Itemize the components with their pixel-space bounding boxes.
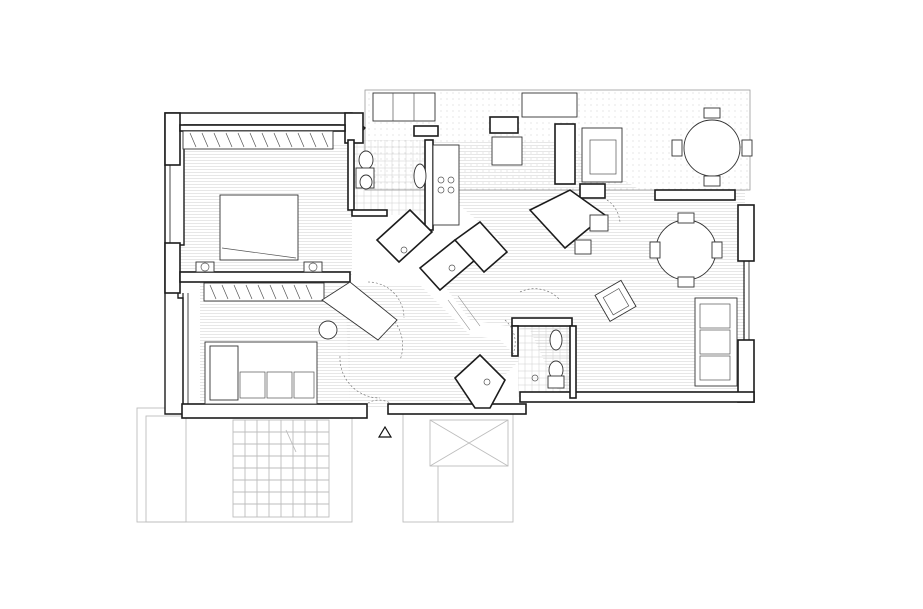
desk-chair xyxy=(318,320,338,340)
wardrobe xyxy=(182,130,334,150)
second-wardrobe xyxy=(203,282,325,302)
living-floor xyxy=(430,140,745,395)
double-bed xyxy=(195,194,323,273)
second-bathroom-fixtures xyxy=(483,329,565,389)
kitchen-counter xyxy=(400,144,460,272)
desk xyxy=(321,281,398,341)
sofa-bed xyxy=(204,341,318,405)
sofa xyxy=(694,297,738,387)
stairwell xyxy=(136,407,514,523)
bathroom-fixtures xyxy=(355,150,427,190)
furniture xyxy=(182,92,753,405)
walls xyxy=(164,112,755,419)
entrance-triangle-icon xyxy=(377,425,393,438)
dining-table xyxy=(649,212,723,288)
terrace-furniture xyxy=(372,92,753,187)
door-swings xyxy=(339,199,621,404)
armchairs xyxy=(491,127,637,322)
stair-treads xyxy=(233,420,329,517)
